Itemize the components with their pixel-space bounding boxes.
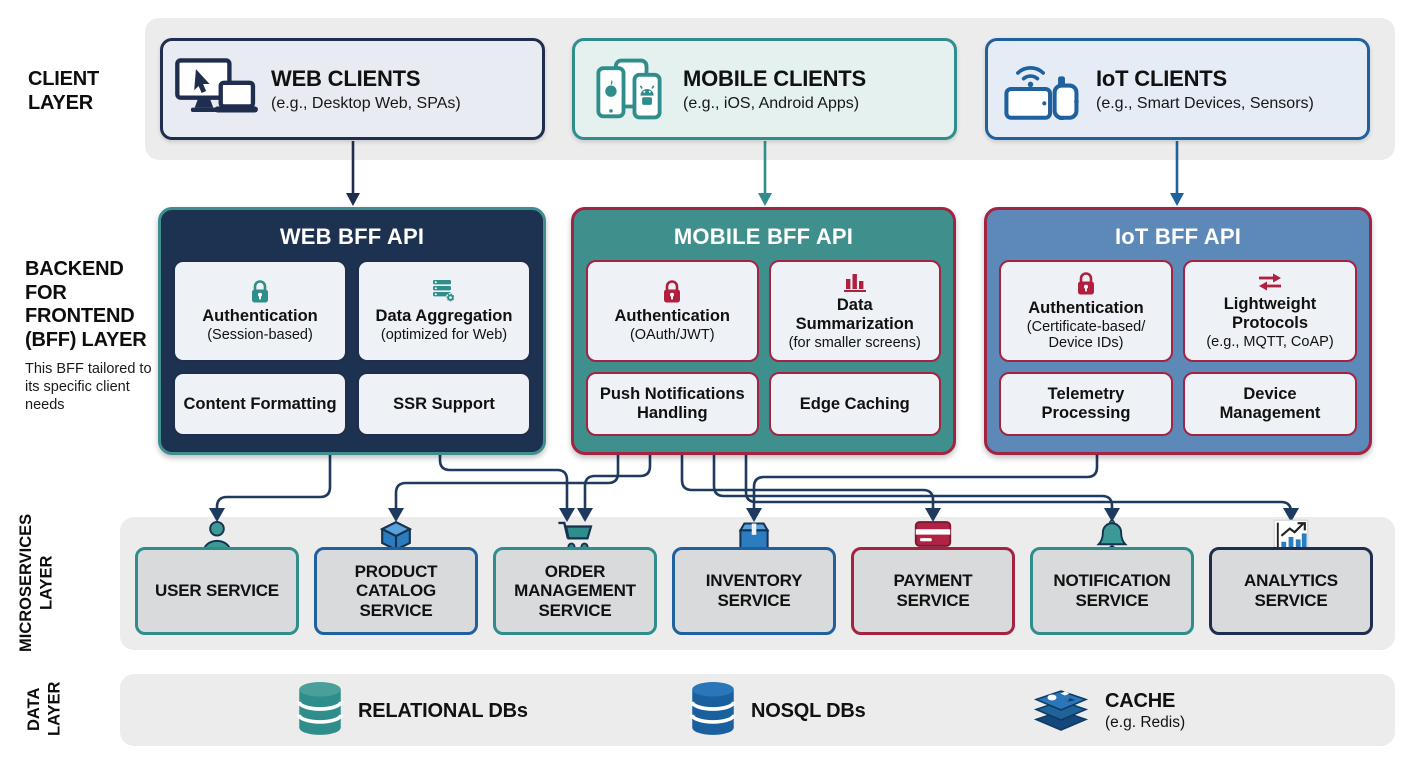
microservices-layer-label: MICROSERVICES LAYER: [17, 513, 56, 653]
inventory-service-label: INVENTORY SERVICE: [705, 571, 803, 610]
feature-subtitle: (Session-based): [207, 327, 313, 344]
web-clients-title: WEB CLIENTS: [271, 65, 421, 91]
web-bff-api-box: WEB BFF API Authentication (Session-base…: [158, 207, 546, 455]
bar-chart-icon: [843, 271, 867, 293]
web-bff-api-title: WEB BFF API: [279, 224, 425, 249]
analytics-service-box: ANALYTICS SERVICE: [1209, 547, 1373, 635]
feature-mobile-data-summarization: Data Summarization (for smaller screens): [768, 260, 941, 362]
package-icon: [732, 519, 776, 553]
feature-title: Lightweight Protocols: [1223, 294, 1317, 332]
analytics-service-label: ANALYTICS SERVICE: [1244, 571, 1338, 610]
feature-title: Edge Caching: [799, 394, 910, 413]
mobile-clients-subtitle: (e.g., iOS, Android Apps): [683, 94, 860, 112]
connector-mobile-bff-to-product-catalog: [394, 455, 620, 509]
connector-mobile-bff-to-notification-service: [712, 455, 1114, 509]
mobile-clients-box: MOBILE CLIENTS (e.g., iOS, Android Apps): [572, 38, 957, 140]
feature-title: Content Formatting: [183, 394, 337, 413]
feature-subtitle: (Certificate-based/ Device IDs): [1026, 319, 1146, 352]
bff-layer-label: BACKEND FOR FRONTEND (BFF) LAYER: [25, 258, 147, 351]
database-icon: [297, 681, 343, 742]
feature-mobile-authentication: Authentication (OAuth/JWT): [586, 260, 759, 362]
lock-icon: [248, 278, 272, 304]
feature-title: Authentication: [614, 307, 731, 326]
relational-dbs-group: RELATIONAL DBs: [297, 681, 528, 741]
iot-clients-subtitle: (e.g., Smart Devices, Sensors): [1096, 94, 1314, 112]
smartphones-icon: [575, 58, 683, 120]
feature-title: Authentication: [202, 307, 318, 326]
notification-service-label: NOTIFICATION SERVICE: [1053, 571, 1171, 610]
feature-title: Push Notifications Handling: [599, 385, 745, 422]
redis-stack-icon: [1032, 681, 1090, 742]
bff-layer-note: This BFF tailored to its specific client…: [25, 361, 152, 414]
feature-web-ssr-support: SSR Support: [357, 372, 531, 436]
feature-title: SSR Support: [393, 394, 495, 413]
desktop-laptop-icon: [163, 58, 271, 120]
payment-service-box: PAYMENT SERVICE: [851, 547, 1015, 635]
database-icon: [690, 681, 736, 742]
feature-subtitle: (for smaller screens): [788, 334, 921, 351]
feature-mobile-edge-caching: Edge Caching: [768, 372, 941, 436]
feature-title: Device Management: [1219, 385, 1321, 422]
feature-title: Data Summarization: [795, 295, 914, 333]
order-management-service-label: ORDER MANAGEMENT SERVICE: [514, 561, 636, 620]
feature-web-data-aggregation: Data Aggregation (optimized for Web): [357, 260, 531, 362]
client-layer-label: CLIENT LAYER: [28, 68, 100, 114]
cache-group: CACHE (e.g. Redis): [1032, 681, 1185, 741]
iot-devices-icon: [988, 58, 1096, 120]
iot-clients-title: IoT CLIENTS: [1096, 65, 1228, 91]
cache-label: CACHE: [1105, 690, 1176, 712]
iot-bff-api-title: IoT BFF API: [1114, 224, 1242, 249]
lock-icon: [1074, 270, 1098, 296]
nosql-dbs-label: NOSQL DBs: [751, 699, 866, 722]
user-service-box: USER SERVICE: [135, 547, 299, 635]
cube-icon: [374, 519, 418, 553]
feature-mobile-push-notifications: Push Notifications Handling: [586, 372, 759, 436]
feature-iot-telemetry-processing: Telemetry Processing: [999, 372, 1173, 436]
relational-dbs-label: RELATIONAL DBs: [358, 699, 528, 722]
product-catalog-service-box: PRODUCT CATALOG SERVICE: [314, 547, 478, 635]
connector-mobile-bff-to-payment-service: [680, 455, 935, 509]
iot-clients-box: IoT CLIENTS (e.g., Smart Devices, Sensor…: [985, 38, 1370, 140]
connector-web-bff-to-order-management: [438, 455, 569, 509]
product-catalog-service-label: PRODUCT CATALOG SERVICE: [354, 561, 438, 620]
nosql-dbs-group: NOSQL DBs: [690, 681, 866, 741]
feature-title: Authentication: [1028, 299, 1144, 318]
notification-service-box: NOTIFICATION SERVICE: [1030, 547, 1194, 635]
credit-card-icon: [911, 519, 955, 553]
iot-bff-api-box: IoT BFF API Authentication (Certificate-…: [984, 207, 1372, 455]
connector-mobile-bff-to-analytics-service: [744, 455, 1293, 513]
feature-iot-device-management: Device Management: [1183, 372, 1357, 436]
inventory-service-box: INVENTORY SERVICE: [672, 547, 836, 635]
mobile-bff-api-title: MOBILE BFF API: [673, 224, 854, 249]
order-management-service-box: ORDER MANAGEMENT SERVICE: [493, 547, 657, 635]
user-service-label: USER SERVICE: [155, 581, 279, 601]
cache-sublabel: (e.g. Redis): [1105, 714, 1186, 731]
web-clients-subtitle: (e.g., Desktop Web, SPAs): [271, 94, 461, 112]
server-stack-icon: [431, 278, 457, 304]
data-layer-label: DATA LAYER: [25, 681, 64, 737]
feature-iot-authentication: Authentication (Certificate-based/ Devic…: [999, 260, 1173, 362]
feature-subtitle: (optimized for Web): [380, 327, 508, 344]
connector-iot-bff-to-inventory-service: [752, 455, 1099, 509]
feature-title: Telemetry Processing: [1041, 385, 1131, 422]
payment-service-label: PAYMENT SERVICE: [893, 571, 973, 610]
exchange-arrows-icon: [1257, 272, 1283, 292]
feature-subtitle: (e.g., MQTT, CoAP): [1206, 333, 1334, 350]
lock-icon: [660, 278, 684, 304]
mobile-bff-api-box: MOBILE BFF API Authentication (OAuth/JWT…: [571, 207, 956, 455]
feature-web-content-formatting: Content Formatting: [173, 372, 347, 436]
feature-title: Data Aggregation: [375, 307, 513, 326]
feature-iot-lightweight-protocols: Lightweight Protocols (e.g., MQTT, CoAP): [1183, 260, 1357, 362]
feature-subtitle: (OAuth/JWT): [629, 327, 715, 344]
connector-mobile-bff-to-order-management: [583, 455, 652, 509]
web-clients-box: WEB CLIENTS (e.g., Desktop Web, SPAs): [160, 38, 545, 140]
feature-web-authentication: Authentication (Session-based): [173, 260, 347, 362]
mobile-clients-title: MOBILE CLIENTS: [683, 65, 866, 91]
connector-web-bff-to-user-service: [215, 455, 332, 509]
